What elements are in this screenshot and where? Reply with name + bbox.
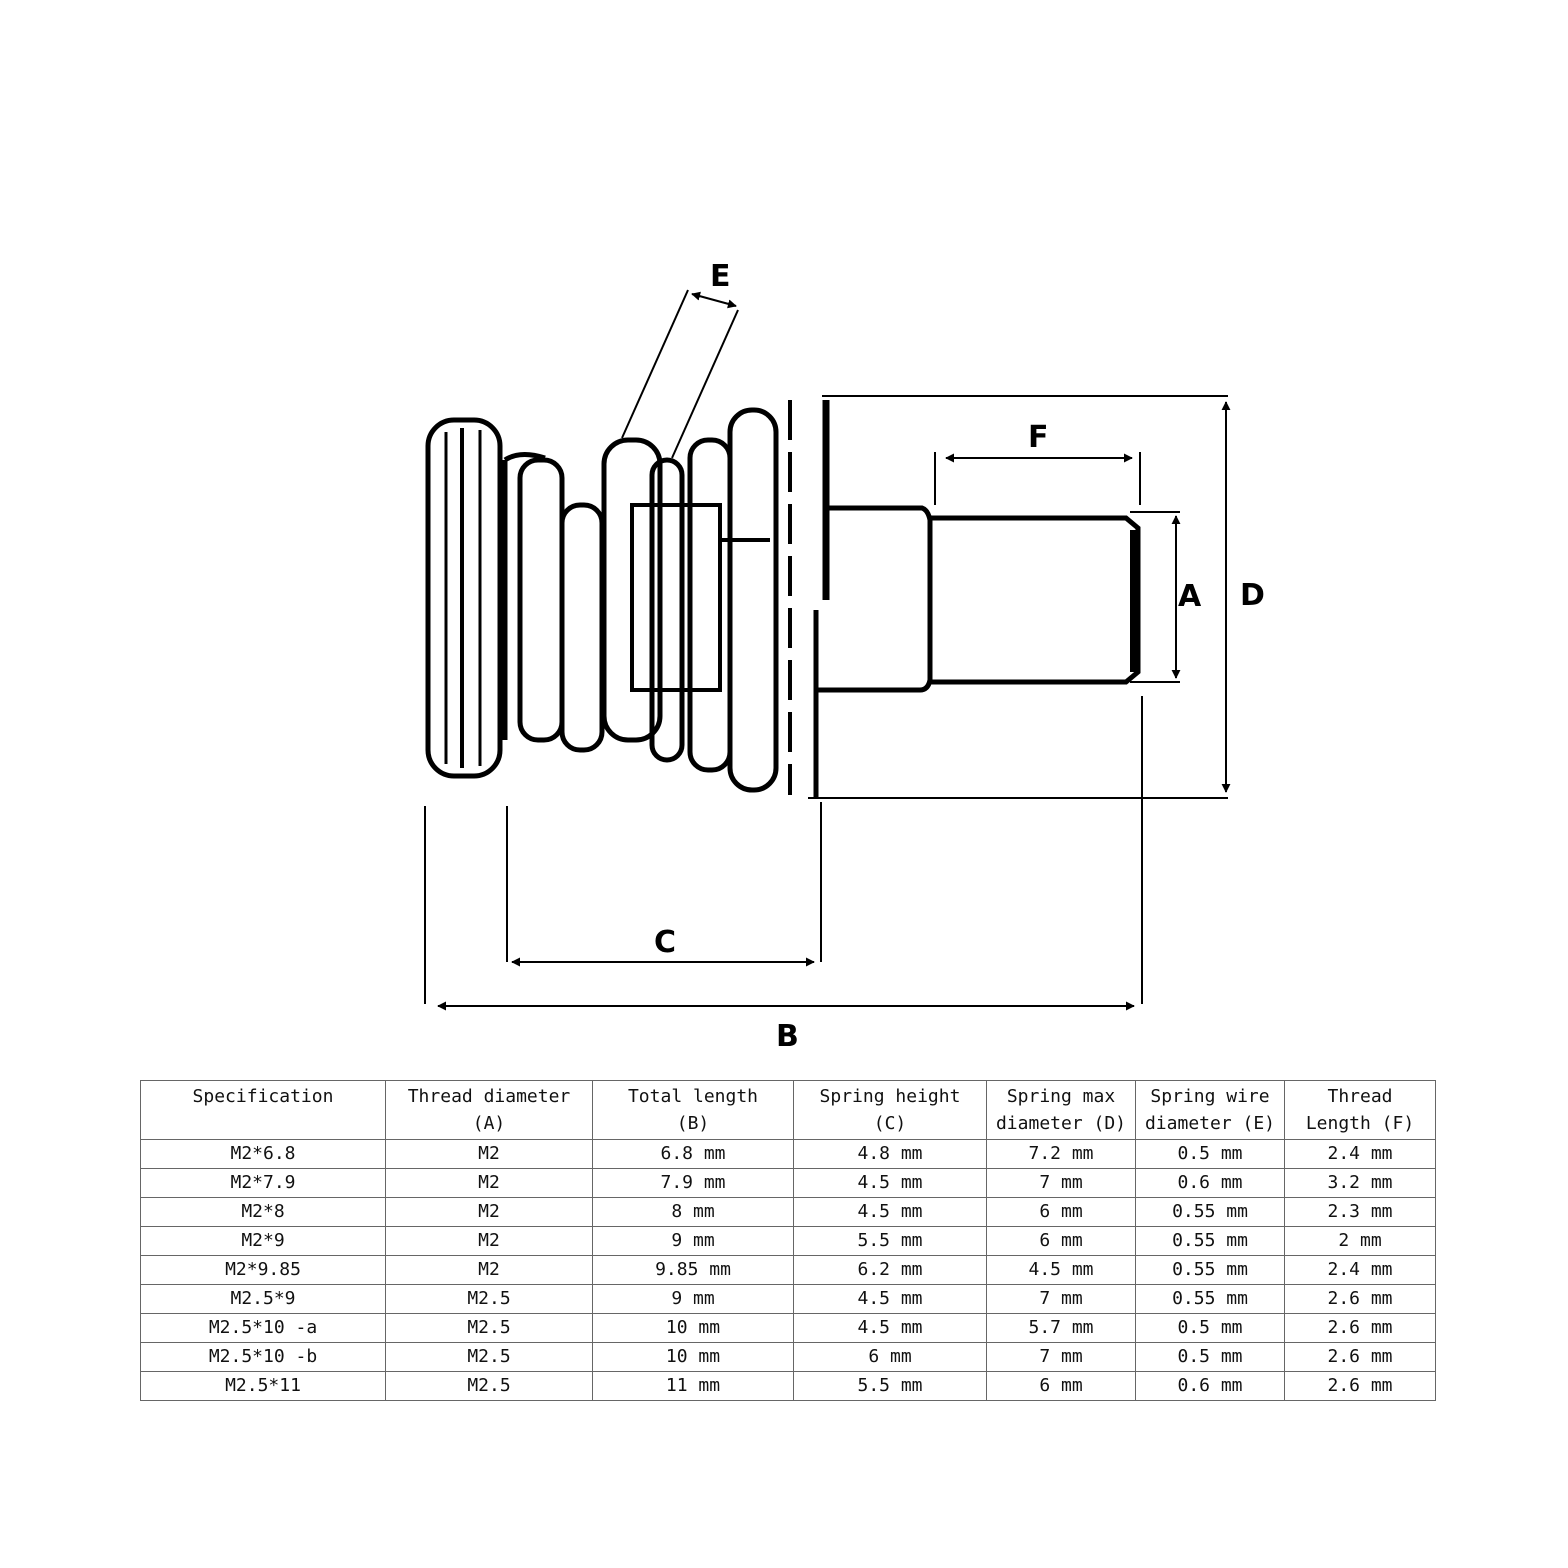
cell-specification: M2.5*10 -b (140, 1342, 386, 1372)
cell-spring-height: 6 mm (793, 1342, 987, 1372)
label-d: D (1240, 578, 1265, 613)
dimension-f (934, 452, 1141, 505)
cell-thread-length: 2.4 mm (1284, 1255, 1436, 1285)
cell-spring-wire-diameter: 0.55 mm (1135, 1197, 1285, 1227)
cell-specification: M2.5*10 -a (140, 1313, 386, 1343)
cell-spring-height: 4.8 mm (793, 1139, 987, 1169)
cell-spring-wire-diameter: 0.55 mm (1135, 1226, 1285, 1256)
cell-spring-max-diameter: 7 mm (986, 1168, 1136, 1198)
screw-shaft (816, 505, 1141, 693)
cell-spring-max-diameter: 7 mm (986, 1342, 1136, 1372)
cell-specification: M2*9.85 (140, 1255, 386, 1285)
cell-total-length: 9.85 mm (592, 1255, 794, 1285)
cell-specification: M2*7.9 (140, 1168, 386, 1198)
cell-thread-length: 2.4 mm (1284, 1139, 1436, 1169)
dimension-a (1130, 511, 1181, 683)
cell-thread-diameter: M2 (385, 1197, 593, 1227)
cell-specification: M2*8 (140, 1197, 386, 1227)
dimension-d (808, 395, 1231, 799)
cell-thread-diameter: M2 (385, 1226, 593, 1256)
cell-thread-length: 2 mm (1284, 1226, 1436, 1256)
cell-thread-length: 2.6 mm (1284, 1313, 1436, 1343)
cell-spring-max-diameter: 4.5 mm (986, 1255, 1136, 1285)
cell-total-length: 6.8 mm (592, 1139, 794, 1169)
cell-total-length: 9 mm (592, 1284, 794, 1314)
cell-total-length: 10 mm (592, 1313, 794, 1343)
specification-table: Specification Thread diameter(A) Total l… (140, 1080, 1436, 1401)
cell-thread-diameter: M2 (385, 1255, 593, 1285)
cell-spring-max-diameter: 6 mm (986, 1197, 1136, 1227)
dimension-b (424, 696, 1143, 1011)
dimension-e (621, 289, 739, 459)
cell-spring-height: 5.5 mm (793, 1371, 987, 1401)
label-b: B (776, 1019, 799, 1054)
cell-total-length: 10 mm (592, 1342, 794, 1372)
cell-spring-wire-diameter: 0.5 mm (1135, 1139, 1285, 1169)
cell-specification: M2*6.8 (140, 1139, 386, 1169)
cell-total-length: 7.9 mm (592, 1168, 794, 1198)
cell-spring-wire-diameter: 0.6 mm (1135, 1168, 1285, 1198)
cell-spring-height: 4.5 mm (793, 1197, 987, 1227)
screw-head (425, 417, 503, 779)
label-f: F (1028, 420, 1049, 455)
cell-spring-max-diameter: 6 mm (986, 1226, 1136, 1256)
cell-thread-length: 2.6 mm (1284, 1284, 1436, 1314)
cell-spring-height: 4.5 mm (793, 1168, 987, 1198)
cell-thread-diameter: M2 (385, 1168, 593, 1198)
cell-thread-diameter: M2 (385, 1139, 593, 1169)
cell-thread-diameter: M2.5 (385, 1284, 593, 1314)
flange (813, 400, 830, 798)
cell-thread-length: 2.3 mm (1284, 1197, 1436, 1227)
cell-thread-length: 2.6 mm (1284, 1342, 1436, 1372)
label-a: A (1178, 579, 1202, 614)
cell-spring-wire-diameter: 0.5 mm (1135, 1342, 1285, 1372)
cell-spring-height: 4.5 mm (793, 1284, 987, 1314)
cell-spring-wire-diameter: 0.55 mm (1135, 1284, 1285, 1314)
table-header-row: Specification Thread diameter(A) Total l… (140, 1080, 1436, 1140)
label-e: E (710, 259, 731, 294)
header-spring-height: Spring height(C) (793, 1080, 987, 1140)
cell-thread-length: 3.2 mm (1284, 1168, 1436, 1198)
cell-thread-diameter: M2.5 (385, 1371, 593, 1401)
cell-total-length: 8 mm (592, 1197, 794, 1227)
cell-total-length: 11 mm (592, 1371, 794, 1401)
cell-spring-max-diameter: 7.2 mm (986, 1139, 1136, 1169)
cell-spring-height: 4.5 mm (793, 1313, 987, 1343)
spring-coils (502, 400, 792, 795)
cell-specification: M2.5*11 (140, 1371, 386, 1401)
cell-spring-wire-diameter: 0.6 mm (1135, 1371, 1285, 1401)
cell-thread-diameter: M2.5 (385, 1313, 593, 1343)
cell-specification: M2*9 (140, 1226, 386, 1256)
dimension-c (506, 802, 822, 967)
cell-spring-wire-diameter: 0.55 mm (1135, 1255, 1285, 1285)
cell-spring-height: 5.5 mm (793, 1226, 987, 1256)
header-thread-diameter: Thread diameter(A) (385, 1080, 593, 1140)
cell-spring-wire-diameter: 0.5 mm (1135, 1313, 1285, 1343)
cell-spring-height: 6.2 mm (793, 1255, 987, 1285)
cell-spring-max-diameter: 5.7 mm (986, 1313, 1136, 1343)
cell-thread-length: 2.6 mm (1284, 1371, 1436, 1401)
label-c: C (654, 925, 676, 960)
cell-spring-max-diameter: 6 mm (986, 1371, 1136, 1401)
header-total-length: Total length(B) (592, 1080, 794, 1140)
cell-spring-max-diameter: 7 mm (986, 1284, 1136, 1314)
cell-specification: M2.5*9 (140, 1284, 386, 1314)
cell-total-length: 9 mm (592, 1226, 794, 1256)
header-specification: Specification (140, 1080, 386, 1140)
cell-thread-diameter: M2.5 (385, 1342, 593, 1372)
